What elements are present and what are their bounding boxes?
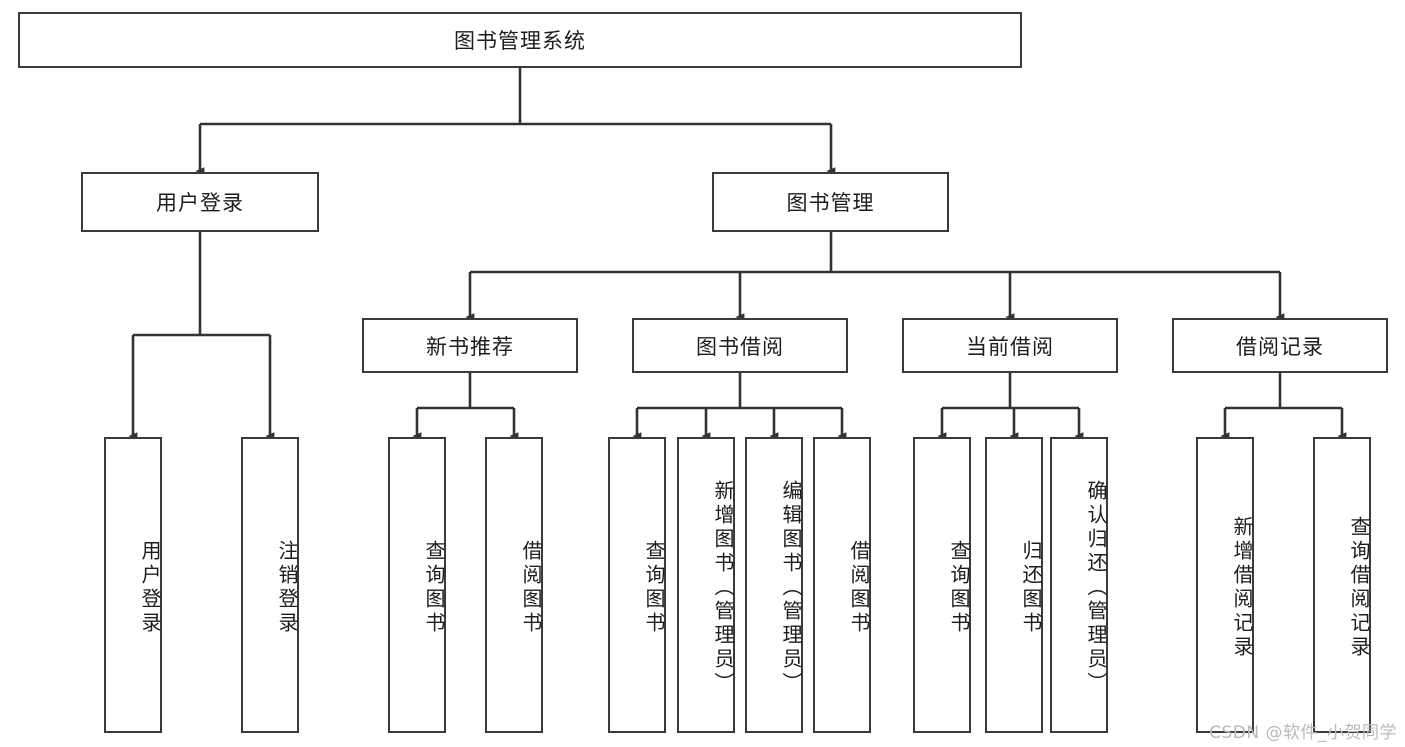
node-label: 图书管理系统 (454, 29, 586, 53)
node-label: 借阅图书 (519, 540, 543, 636)
node-leaf-edit-book[interactable]: 编辑图书（管理员） (745, 437, 803, 733)
node-leaf-query-book-3[interactable]: 查询图书 (913, 437, 971, 733)
node-new-book-rec[interactable]: 新书推荐 (362, 318, 578, 373)
node-leaf-borrow-book-1[interactable]: 借阅图书 (485, 437, 543, 733)
node-label: 图书借阅 (696, 334, 784, 359)
node-label: 查询图书 (642, 540, 666, 636)
node-label: 用户登录 (138, 540, 162, 636)
node-label: 编辑图书（管理员） (779, 480, 803, 696)
node-label: 确认归还（管理员） (1084, 480, 1108, 696)
edge-group (128, 68, 1347, 440)
node-label: 查询图书 (422, 540, 446, 636)
node-leaf-add-record[interactable]: 新增借阅记录 (1196, 437, 1254, 733)
node-leaf-query-book-1[interactable]: 查询图书 (388, 437, 446, 733)
node-book-manage[interactable]: 图书管理 (712, 172, 949, 232)
node-label: 当前借阅 (966, 334, 1054, 359)
node-label: 归还图书 (1019, 540, 1043, 636)
node-label: 新书推荐 (426, 334, 514, 359)
node-label: 图书管理 (786, 191, 875, 215)
node-label: 新增借阅记录 (1230, 516, 1254, 660)
node-root[interactable]: 图书管理系统 (18, 12, 1022, 68)
node-label: 查询借阅记录 (1347, 516, 1371, 660)
node-label: 新增图书（管理员） (711, 480, 735, 696)
node-borrow-record[interactable]: 借阅记录 (1172, 318, 1388, 373)
node-leaf-logout[interactable]: 注销登录 (241, 437, 299, 733)
node-leaf-confirm-return[interactable]: 确认归还（管理员） (1050, 437, 1108, 733)
node-label: 借阅记录 (1236, 334, 1324, 359)
node-leaf-user-login[interactable]: 用户登录 (104, 437, 162, 733)
node-leaf-return-book[interactable]: 归还图书 (985, 437, 1043, 733)
node-label: 注销登录 (275, 540, 299, 636)
node-label: 借阅图书 (847, 540, 871, 636)
node-leaf-query-book-2[interactable]: 查询图书 (608, 437, 666, 733)
node-leaf-borrow-book-2[interactable]: 借阅图书 (813, 437, 871, 733)
node-label: 用户登录 (156, 191, 244, 215)
node-book-borrow[interactable]: 图书借阅 (632, 318, 848, 373)
node-current-borrow[interactable]: 当前借阅 (902, 318, 1118, 373)
node-user-login[interactable]: 用户登录 (81, 172, 319, 232)
node-leaf-query-record[interactable]: 查询借阅记录 (1313, 437, 1371, 733)
watermark-text: CSDN @软件_小贺同学 (1209, 723, 1397, 743)
node-label: 查询图书 (947, 540, 971, 636)
node-leaf-add-book[interactable]: 新增图书（管理员） (677, 437, 735, 733)
